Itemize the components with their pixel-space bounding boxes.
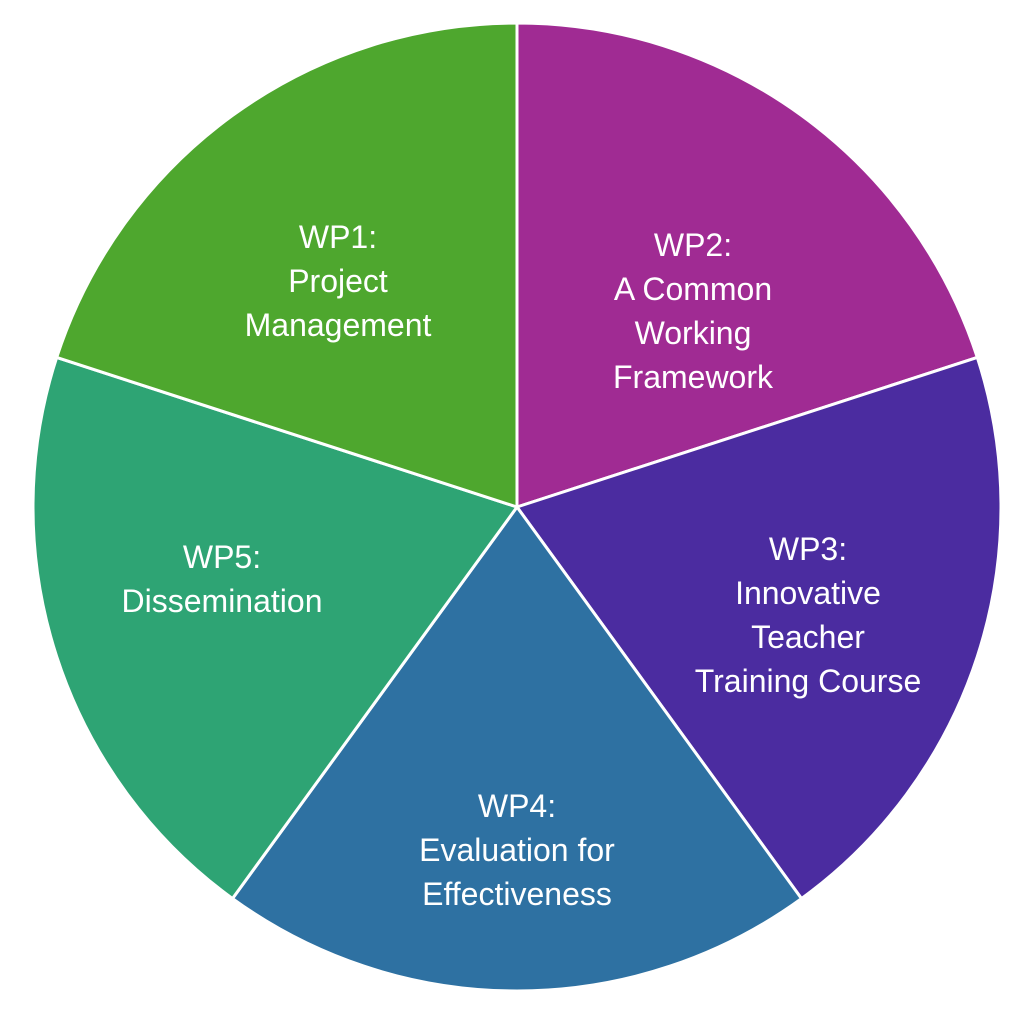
slice-label-line: WP1: <box>299 219 377 255</box>
slice-label-line: Framework <box>613 359 774 395</box>
pie-slice-wp4 <box>230 504 804 993</box>
slice-label-line: WP3: <box>769 531 847 567</box>
slice-label-line: Working <box>635 315 752 351</box>
slice-label-line: WP4: <box>478 788 556 824</box>
slice-label-line: Teacher <box>751 619 865 655</box>
pie-slice-wp3 <box>514 355 1003 901</box>
slice-label-line: Dissemination <box>122 583 323 619</box>
pie-slice-wp5 <box>31 355 520 901</box>
pie-slice-wp2 <box>515 21 980 510</box>
slice-label-line: Project <box>288 263 388 299</box>
slice-label-line: A Common <box>614 271 772 307</box>
slice-label-line: WP5: <box>183 539 261 575</box>
slice-label-line: WP2: <box>654 227 732 263</box>
slice-label-wp5: WP5: Dissemination <box>122 539 323 619</box>
slice-label-line: Management <box>245 307 432 343</box>
pie-slice-wp1 <box>54 21 519 510</box>
slice-label-line: Training Course <box>695 663 921 699</box>
slice-label-line: Innovative <box>735 575 881 611</box>
slice-label-line: Effectiveness <box>422 876 612 912</box>
slice-label-line: Evaluation for <box>419 832 615 868</box>
pie-slices <box>31 21 1003 993</box>
